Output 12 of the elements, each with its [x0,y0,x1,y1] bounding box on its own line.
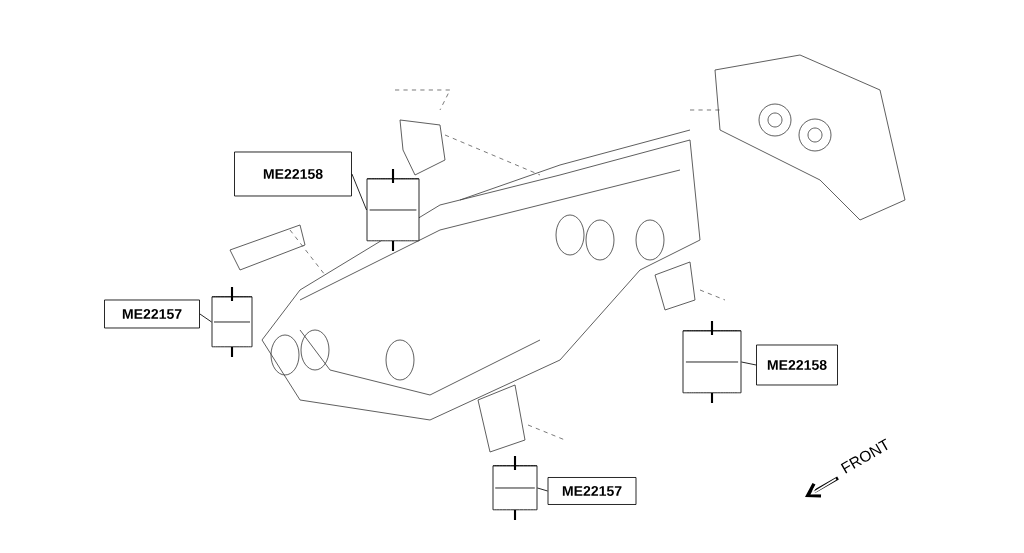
engine-mount [211,287,253,357]
leader-line [741,361,757,366]
engine-mount [366,169,420,251]
part-number-box: ME22157 [547,477,637,505]
leader-line [199,313,212,323]
leader-line [537,487,548,492]
engine-mount [492,456,538,520]
leader-line [351,173,367,211]
engine-mount [682,321,742,403]
part-number-box: ME22157 [104,299,200,329]
part-number-box: ME22158 [756,344,838,386]
part-number-box: ME22158 [234,151,352,197]
